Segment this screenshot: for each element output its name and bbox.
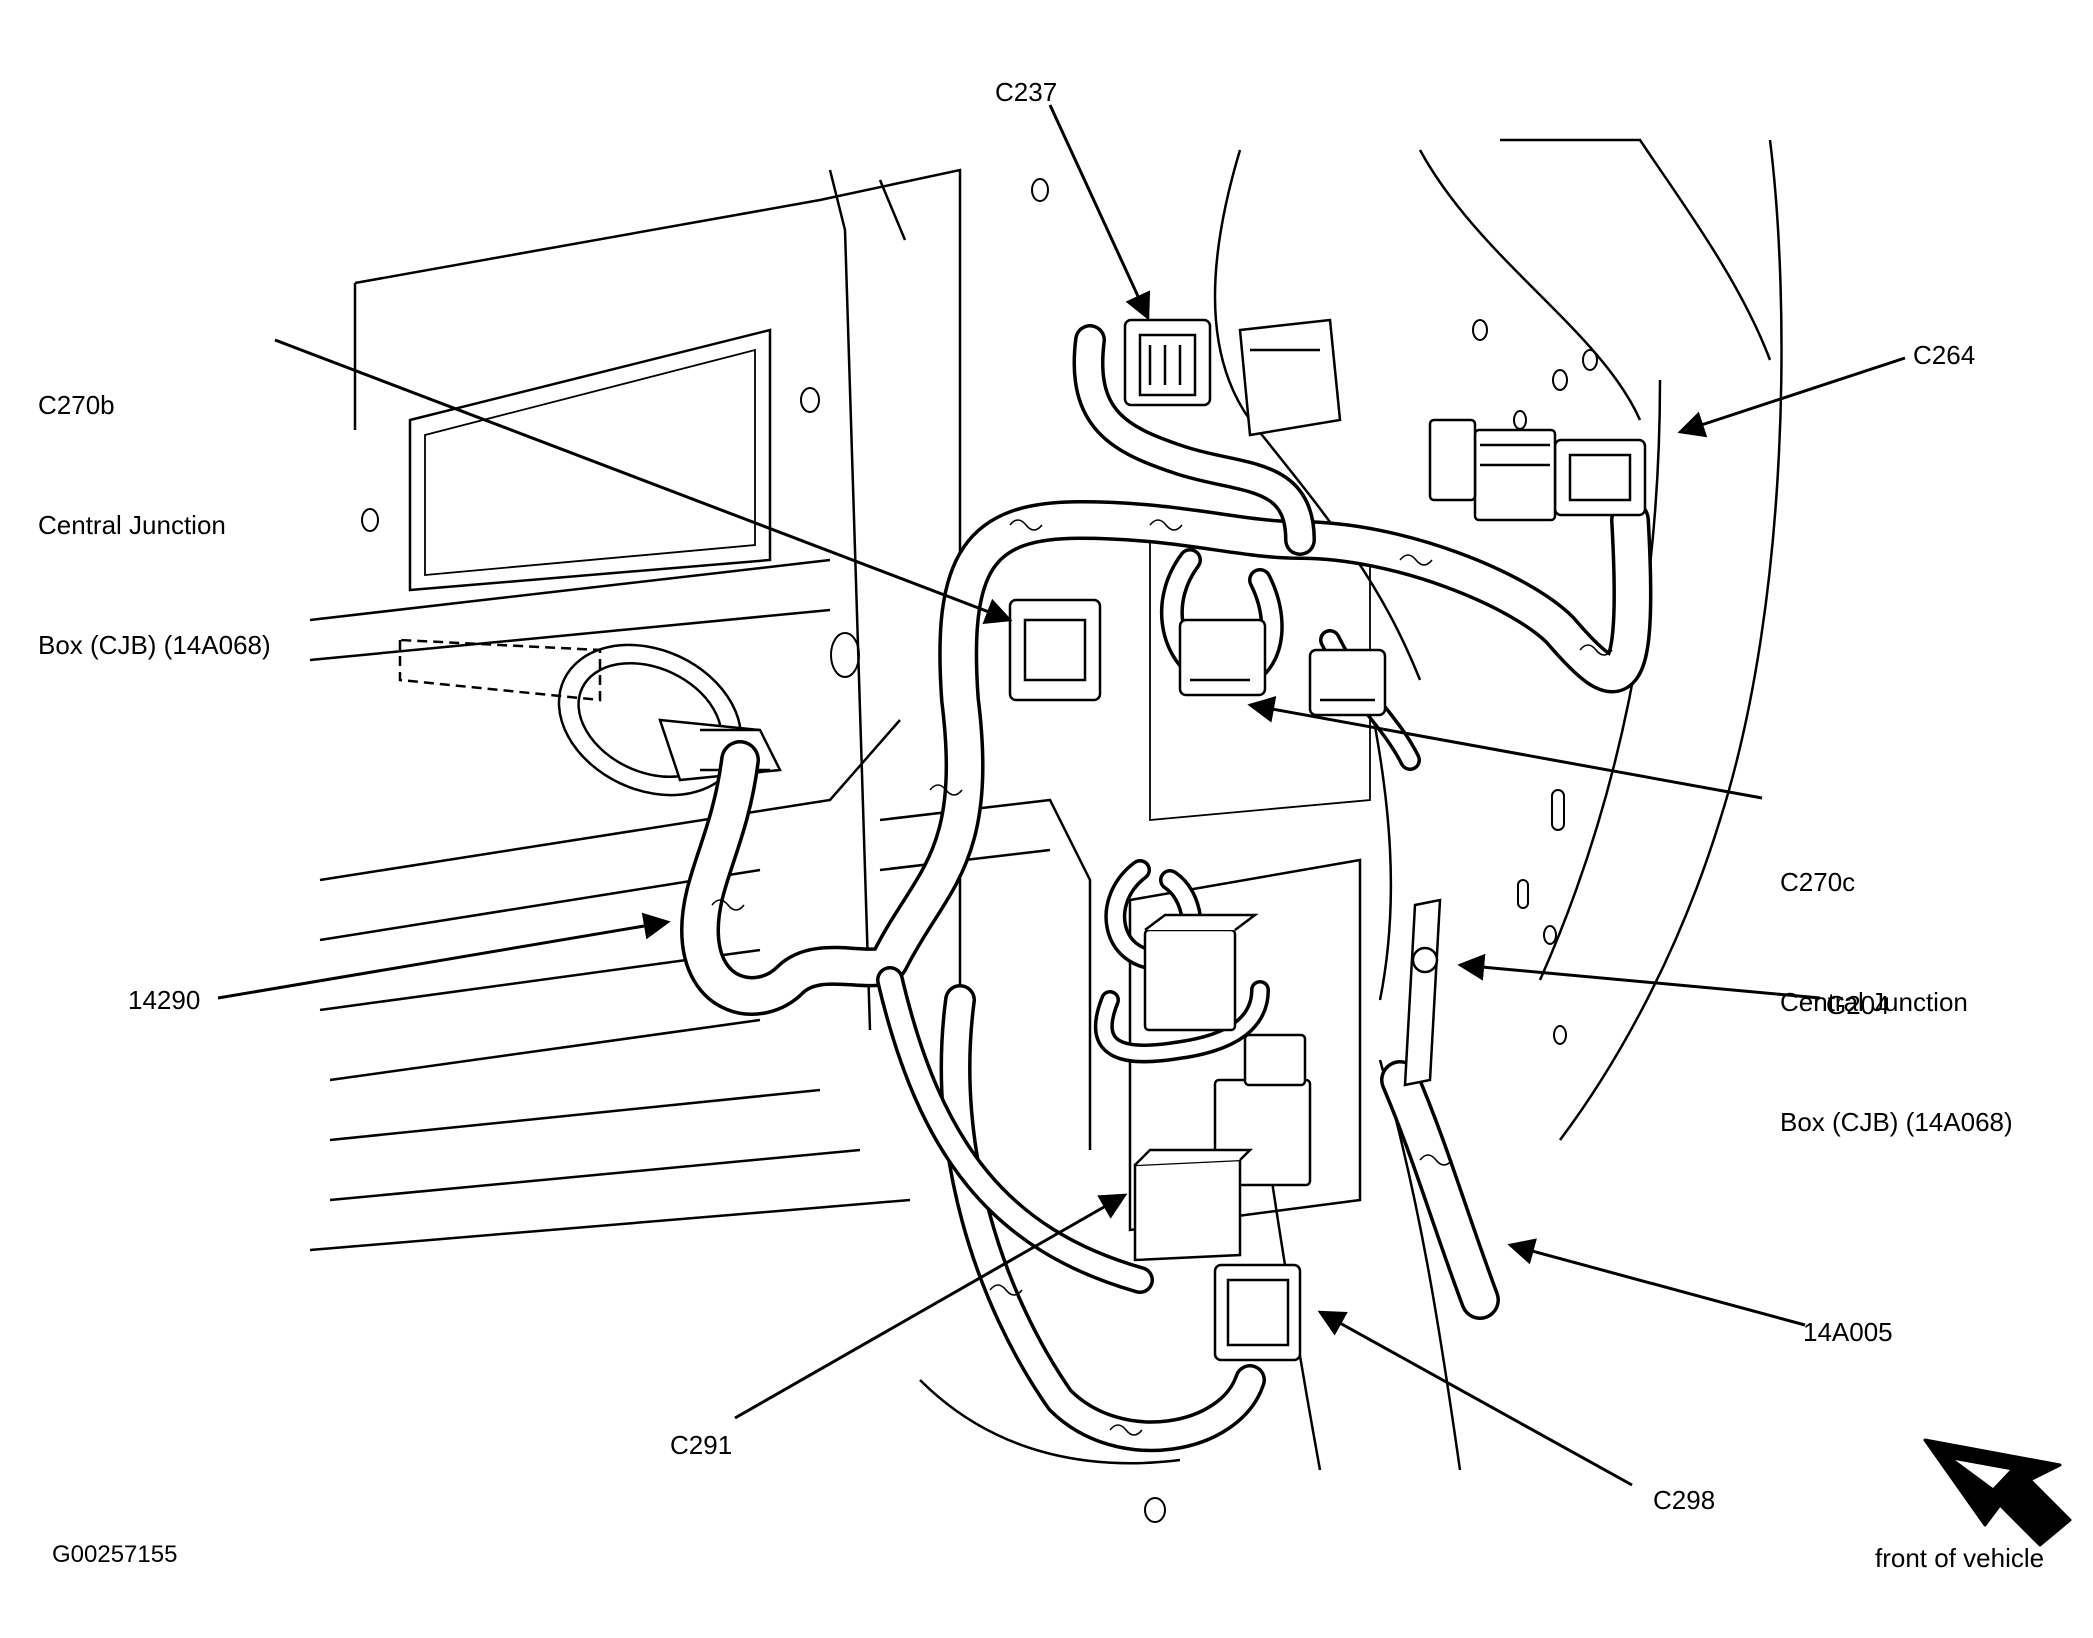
body-panel-outlines [309,138,1783,1471]
leader-c270b [274,338,1013,624]
label-c270b-line1: C270b [38,390,115,420]
label-14290: 14290 [128,985,201,1015]
label-c270b-line2: Central Junction [38,510,226,540]
leader-c291 [734,1193,1128,1420]
connector-c270b [1008,598,1102,702]
label-c270c-line3: Box (CJB) (14A068) [1780,1107,2013,1137]
label-c270b: C270b Central Junction Box (CJB) (14A068… [38,305,271,705]
leader-lines [217,104,1906,1487]
label-c270c-line1: C270c [1780,867,1856,897]
label-14a005: 14A005 [1803,1317,1893,1347]
label-g204: G204 [1826,990,1890,1020]
relay-upper [1143,913,1259,1032]
connector-c270c-right [1308,648,1387,717]
connector-block-upper [1238,318,1342,437]
leader-14a005 [1507,1238,1806,1327]
connectors [1008,318,1647,1362]
connector-c291 [1133,1148,1254,1262]
harness-texture [711,519,1613,1436]
leader-c298 [1317,1310,1633,1487]
leader-c264 [1677,356,1906,438]
connector-c298 [1213,1263,1302,1362]
ground-strap-g204 [1403,898,1442,1087]
label-c237: C237 [995,77,1058,107]
leader-c270c [1247,696,1763,800]
label-c270c-line2: Central Junction [1780,987,1968,1017]
leader-g204 [1457,953,1821,1000]
mounting-holes [361,178,1598,1523]
leader-c237 [1048,104,1151,321]
front-of-vehicle-caption: front of vehicle [1875,1543,2045,1573]
front-arrow-icon [1923,1438,2072,1547]
leader-14290 [217,912,671,1000]
label-c270b-line3: Box (CJB) (14A068) [38,630,271,660]
label-c298: C298 [1653,1485,1716,1515]
connector-c264 [1428,418,1647,522]
connector-c270c-left [1178,618,1267,697]
wire-harness [680,324,1653,1453]
label-c291: C291 [670,1430,733,1460]
connector-c237 [1123,318,1212,407]
label-c264: C264 [1913,340,1976,370]
figure-id: G00257155 [52,1541,178,1568]
label-c270c: C270c Central Junction Box (CJB) (14A068… [1780,782,2013,1182]
